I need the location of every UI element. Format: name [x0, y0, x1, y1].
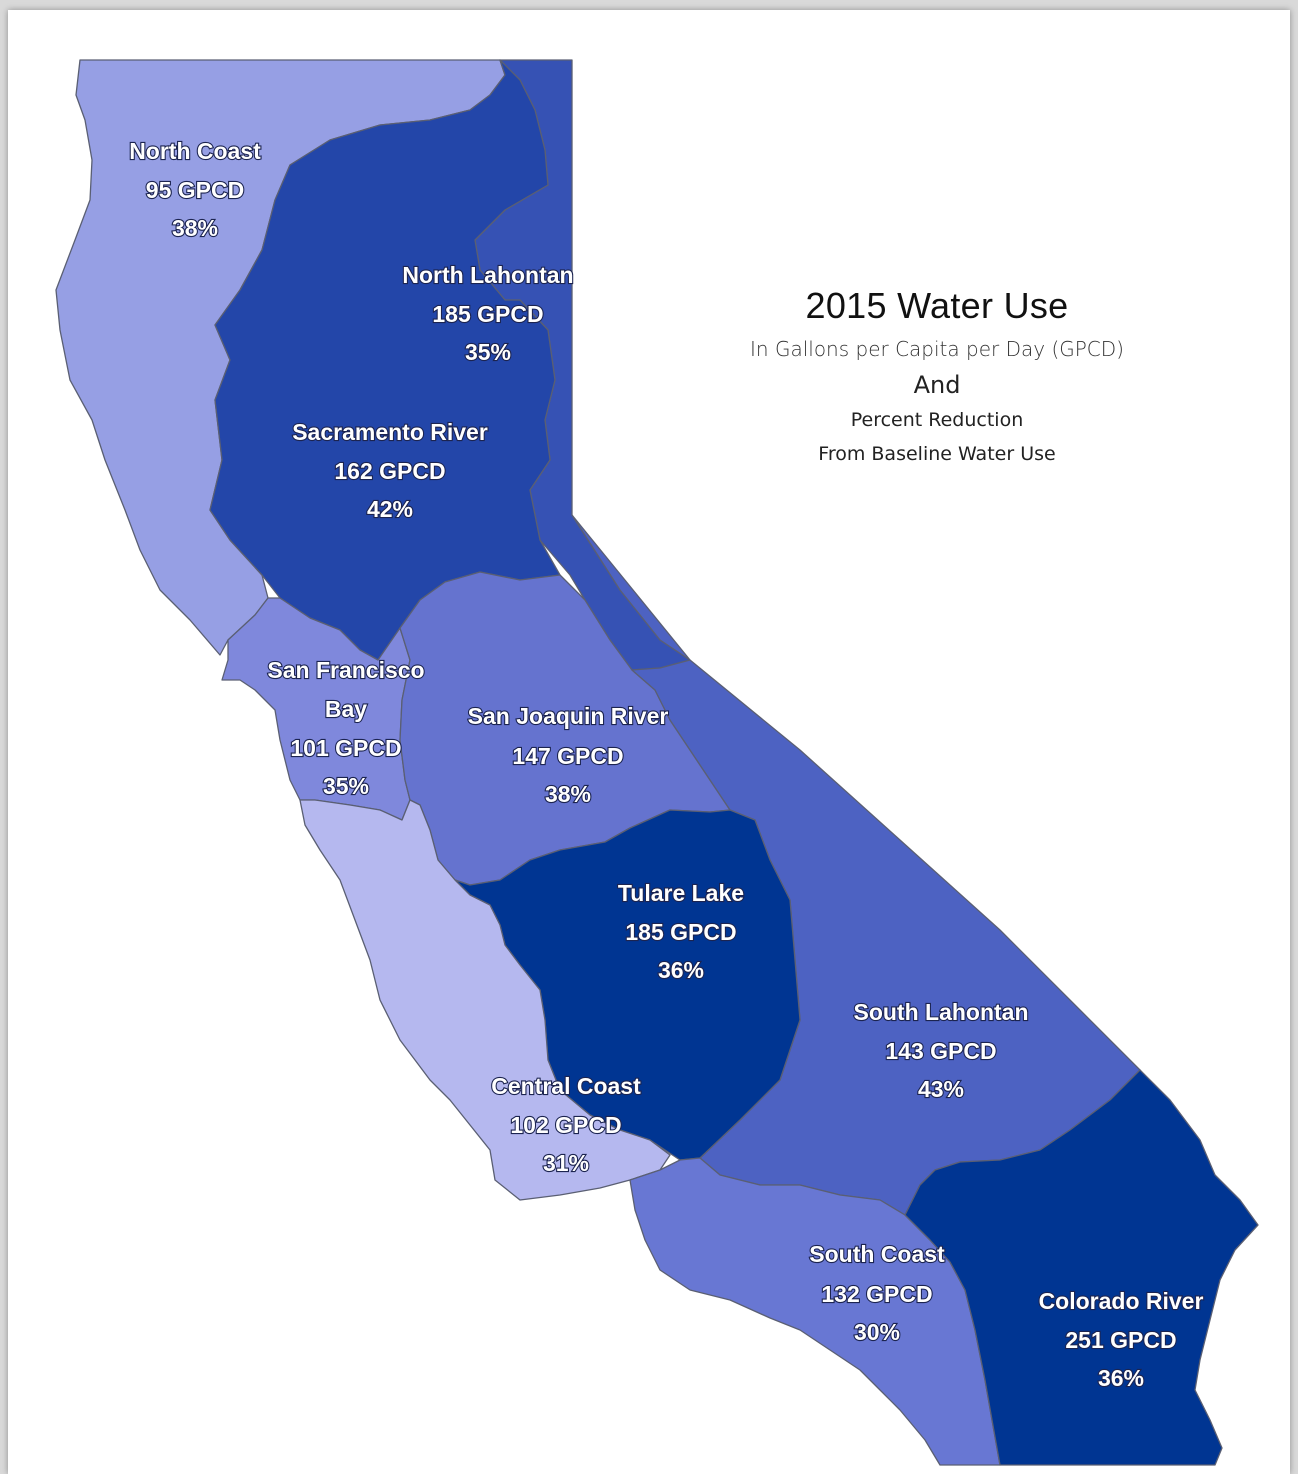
region-name-line2: Bay: [325, 696, 367, 722]
region-gpcd: 251 GPCD: [1065, 1327, 1176, 1353]
region-name-line1: San Francisco: [267, 657, 424, 683]
region-name: San Joaquin River: [468, 703, 669, 729]
region-name: Colorado River: [1039, 1288, 1204, 1314]
label-colorado-river: Colorado River 251 GPCD 36%: [1037, 1287, 1204, 1392]
region-gpcd: 147 GPCD: [512, 743, 623, 769]
label-tulare-lake: Tulare Lake 185 GPCD 36%: [617, 879, 745, 984]
region-gpcd: 102 GPCD: [510, 1112, 621, 1138]
region-reduction: 35%: [465, 339, 511, 365]
region-name: South Coast: [809, 1241, 945, 1267]
region-name: Tulare Lake: [618, 880, 744, 906]
region-name: Central Coast: [491, 1073, 641, 1099]
map-subtitle-baseline: From Baseline Water Use: [818, 443, 1056, 465]
region-gpcd: 143 GPCD: [885, 1038, 996, 1064]
region-reduction: 30%: [854, 1319, 900, 1345]
label-sacramento-river: Sacramento River 162 GPCD 42%: [291, 418, 489, 523]
map-subtitle-reduction: Percent Reduction: [850, 409, 1024, 431]
region-gpcd: 185 GPCD: [432, 301, 543, 327]
label-san-francisco-bay: San Francisco Bay 101 GPCD 35%: [266, 656, 425, 800]
region-name: North Lahontan: [402, 262, 573, 288]
label-north-coast: North Coast 95 GPCD 38%: [128, 137, 262, 242]
region-reduction: 36%: [1098, 1365, 1144, 1391]
region-reduction: 42%: [367, 496, 413, 522]
region-central-coast: [299, 799, 671, 1201]
region-reduction: 43%: [918, 1076, 964, 1102]
region-colorado-river: [904, 1069, 1259, 1466]
label-north-lahontan: North Lahontan 185 GPCD 35%: [401, 261, 574, 366]
region-reduction: 36%: [658, 957, 704, 983]
region-reduction: 31%: [543, 1150, 589, 1176]
region-gpcd: 101 GPCD: [290, 735, 401, 761]
region-name: South Lahontan: [853, 999, 1028, 1025]
map-title-block: 2015 Water Use In Gallons per Capita per…: [690, 285, 1184, 477]
region-reduction: 38%: [172, 215, 218, 241]
region-gpcd: 162 GPCD: [334, 458, 445, 484]
region-gpcd: 132 GPCD: [821, 1281, 932, 1307]
region-name: North Coast: [129, 138, 261, 164]
label-san-joaquin-river: San Joaquin River 147 GPCD 38%: [467, 702, 670, 808]
label-central-coast: Central Coast 102 GPCD 31%: [490, 1072, 642, 1177]
map-title: 2015 Water Use: [805, 285, 1069, 326]
region-gpcd: 185 GPCD: [625, 919, 736, 945]
label-south-coast: South Coast 132 GPCD 30%: [808, 1240, 946, 1346]
region-gpcd: 95 GPCD: [146, 177, 244, 203]
label-south-lahontan: South Lahontan 143 GPCD 43%: [852, 998, 1029, 1103]
region-reduction: 38%: [545, 781, 591, 807]
region-reduction: 35%: [323, 773, 369, 799]
region-name: Sacramento River: [292, 419, 488, 445]
map-subtitle-and: And: [913, 371, 961, 399]
map-subtitle-units: In Gallons per Capita per Day (GPCD): [750, 337, 1124, 361]
